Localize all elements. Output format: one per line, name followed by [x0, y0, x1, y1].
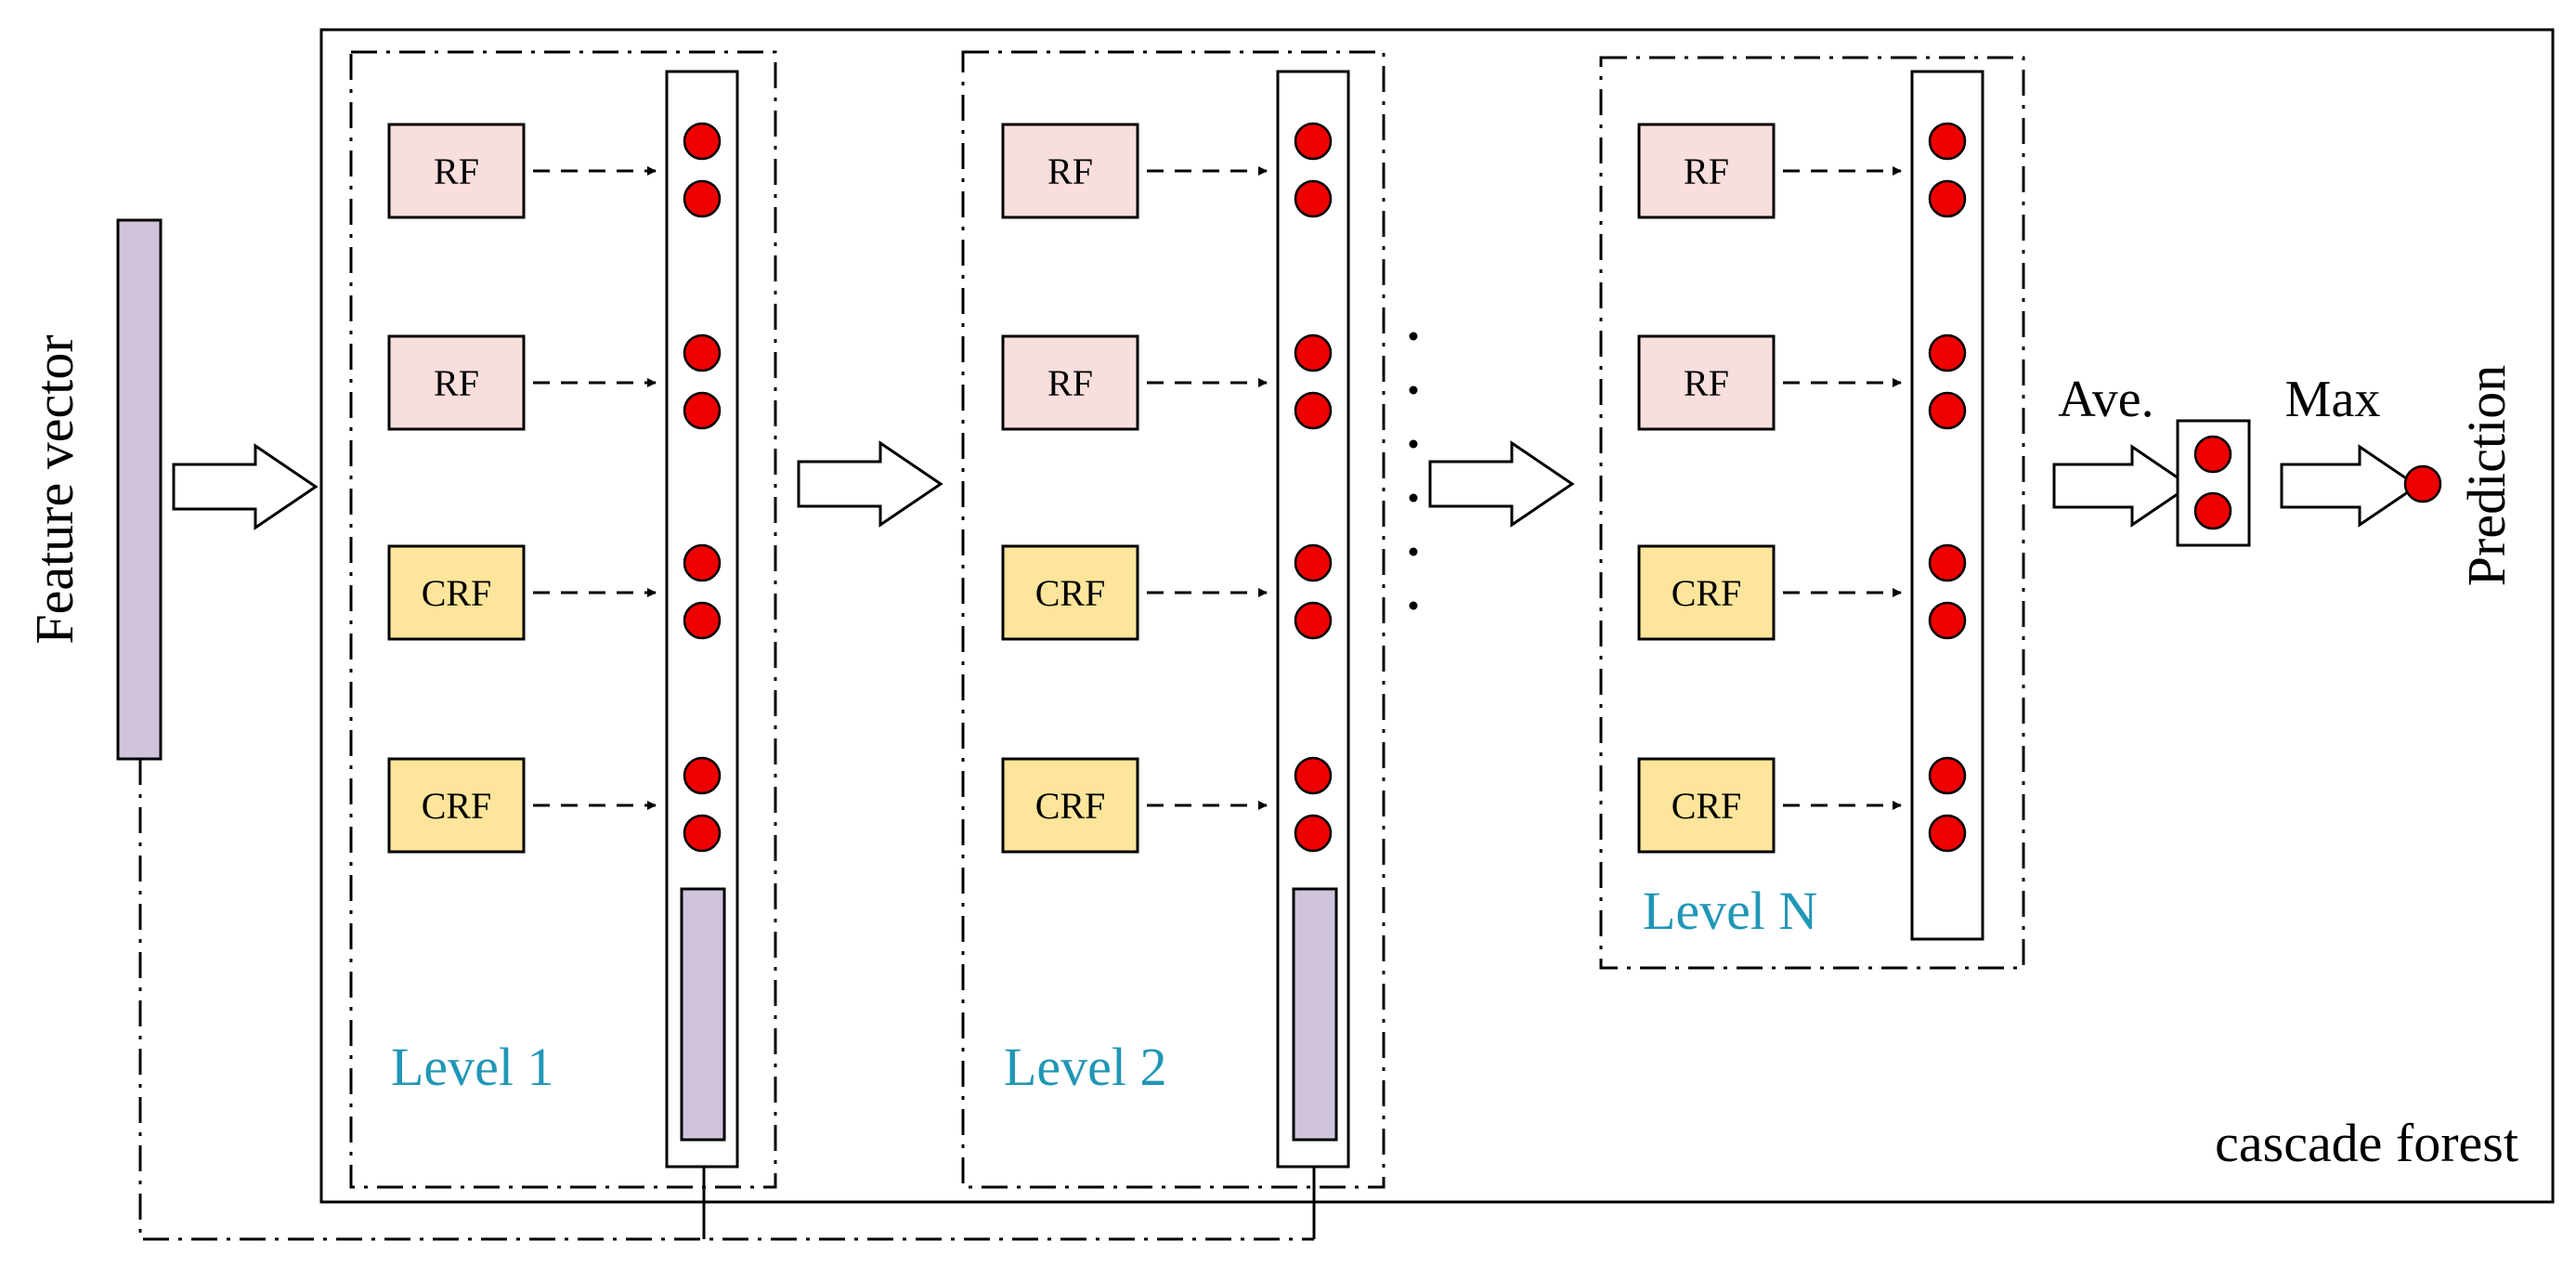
forest-label: CRF [1035, 572, 1106, 614]
class-probability-dot [683, 122, 722, 161]
prediction-dot [2403, 464, 2442, 503]
completely-random-forest-box [1001, 544, 1139, 641]
hollow-arrow [2052, 444, 2192, 528]
ellipsis-dot [1409, 547, 1418, 556]
prediction-label: Prediction [2456, 365, 2517, 586]
completely-random-forest-box [387, 544, 526, 641]
class-probability-dot [1294, 122, 1333, 161]
stage-arrows [172, 440, 2420, 530]
class-probability-dot [1294, 814, 1333, 853]
level-frame [961, 50, 1386, 1189]
level-3-group: RF RF CRF CRF Level N [1599, 56, 2025, 970]
forest-label: RF [1684, 362, 1729, 404]
completely-random-forest-box [1637, 544, 1776, 641]
level-1-group: RF RF CRF CRF Level 1 [349, 50, 777, 1189]
feature-feedback-arrows [699, 1148, 1319, 1239]
class-probability-dot [1928, 179, 1967, 218]
concatenated-feature-bar [1292, 887, 1338, 1142]
level-ellipsis [1409, 332, 1418, 610]
level-frame [349, 50, 777, 1189]
forest-label: CRF [1035, 785, 1106, 827]
forest-label: RF [1684, 150, 1729, 192]
average-label: Ave. [2058, 371, 2153, 428]
feature-vector-label: Feature vector [24, 334, 85, 644]
class-probability-dot [683, 756, 722, 795]
class-probability-dot [1928, 122, 1967, 161]
forest-label: RF [434, 362, 479, 404]
random-forest-box [387, 123, 526, 219]
hollow-arrow [1428, 440, 1575, 528]
ellipsis-dot [1409, 601, 1418, 610]
forest-label: CRF [422, 572, 492, 614]
completely-random-forest-box [1001, 757, 1139, 854]
class-probability-dot [1294, 391, 1333, 430]
class-probability-dot [1294, 543, 1333, 582]
class-probability-dot [683, 333, 722, 372]
level-label: Level 2 [1004, 1037, 1167, 1097]
class-probability-dot [683, 543, 722, 582]
average-output-dot [2193, 435, 2232, 474]
average-output-dot [2193, 491, 2232, 530]
class-probability-dot [1928, 333, 1967, 372]
class-probability-dot [683, 179, 722, 218]
random-forest-box [1001, 334, 1139, 431]
class-probability-dot [1928, 543, 1967, 582]
class-probability-dot [1928, 391, 1967, 430]
class-probability-dot [1294, 333, 1333, 372]
level-label: Level 1 [391, 1037, 554, 1097]
ellipsis-dot [1409, 493, 1418, 503]
concatenated-feature-bar [680, 887, 726, 1142]
forest-label: RF [1047, 362, 1093, 404]
forest-label: CRF [422, 785, 492, 827]
forest-label: CRF [1672, 572, 1742, 614]
forest-label: RF [434, 150, 479, 192]
forest-label: CRF [1672, 785, 1742, 827]
cascade-forest-frame [319, 28, 2555, 1204]
class-probability-dot [1928, 756, 1967, 795]
ellipsis-dot [1409, 332, 1418, 341]
feature-feedback-path [138, 759, 1314, 1241]
class-probability-dot [683, 391, 722, 430]
hollow-arrow [797, 440, 943, 528]
class-probability-dot [683, 814, 722, 853]
hollow-arrow [2280, 444, 2420, 528]
level-2-group: RF RF CRF CRF Level 2 [961, 50, 1386, 1189]
class-probability-dot [1928, 814, 1967, 853]
random-forest-box [1637, 123, 1776, 219]
feature-vector-bar [116, 218, 163, 761]
hollow-arrow [172, 443, 319, 530]
completely-random-forest-box [1637, 757, 1776, 854]
ellipsis-dot [1409, 385, 1418, 395]
forest-label: RF [1047, 150, 1093, 192]
ellipsis-dot [1409, 439, 1418, 449]
completely-random-forest-box [387, 757, 526, 854]
random-forest-box [1637, 334, 1776, 431]
class-probability-dot [1294, 179, 1333, 218]
max-label: Max [2285, 371, 2381, 428]
cascade-forest-label: cascade forest [2215, 1113, 2518, 1173]
class-probability-dot [1294, 756, 1333, 795]
class-probability-dot [1928, 601, 1967, 640]
random-forest-box [387, 334, 526, 431]
level-label: Level N [1643, 881, 1817, 941]
class-probability-dot [683, 601, 722, 640]
random-forest-box [1001, 123, 1139, 219]
class-probability-dot [1294, 601, 1333, 640]
level-frame [1599, 56, 2025, 970]
